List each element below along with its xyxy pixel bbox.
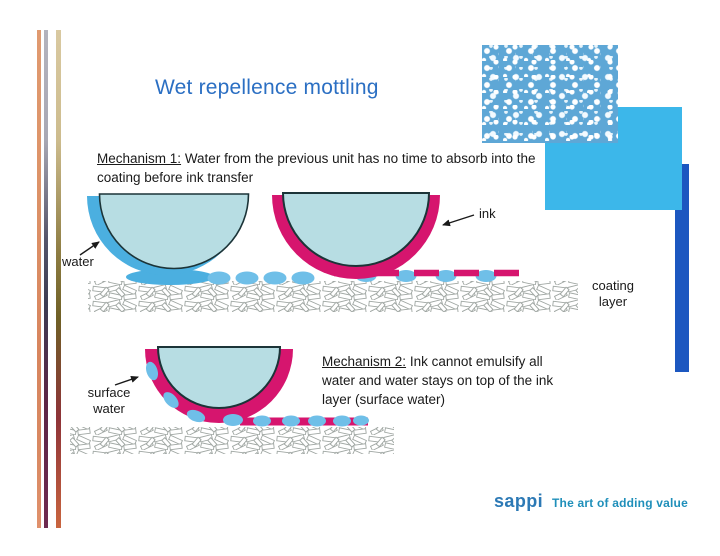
m1-surface-row	[126, 269, 527, 285]
surface-water-droplet	[353, 415, 369, 426]
water-droplet	[475, 270, 497, 282]
surface-water-droplet	[308, 415, 326, 427]
m1-water-roller	[87, 193, 250, 275]
pinstripe-decoration-right	[56, 30, 61, 528]
coating-layer-texture-2	[70, 427, 394, 454]
blue-bar-decoration	[675, 164, 689, 372]
m1-ink-roller	[272, 192, 440, 279]
roller-body	[98, 193, 250, 270]
water-droplet	[263, 271, 287, 285]
surface-water-droplet	[186, 409, 206, 423]
mechanism1-heading: Mechanism 1:	[97, 151, 182, 166]
mechanism1-text: Mechanism 1: Water from the previous uni…	[97, 149, 542, 187]
pinstripe-decoration-middle	[44, 30, 48, 528]
water-label: water	[62, 254, 94, 269]
sappi-logo: sappi	[494, 491, 544, 511]
surface-water-droplet	[146, 361, 158, 381]
roller-body	[156, 346, 282, 409]
water-arrow	[79, 241, 100, 256]
coating-layer-texture-1	[88, 281, 578, 312]
water-droplet	[235, 271, 259, 285]
m2-roller	[145, 346, 369, 427]
surface-water-label: surface water	[87, 385, 131, 416]
water-pool	[126, 269, 214, 285]
surface-water-droplet	[223, 414, 243, 426]
surface-water-droplet	[333, 415, 351, 427]
surface-water-arrow	[114, 375, 139, 386]
water-droplet	[395, 270, 417, 282]
footer-tagline: The art of adding value	[552, 496, 688, 510]
ink-label: ink	[479, 206, 496, 221]
surface-water-droplet	[253, 415, 271, 427]
footer: sappi The art of adding value	[494, 491, 688, 512]
slide-title: Wet repellence mottling	[155, 76, 379, 99]
water-droplet	[291, 271, 315, 285]
water-droplet	[435, 270, 457, 282]
surface-water-droplet	[163, 392, 179, 408]
mechanism2-body: Ink cannot emulsify all water and water …	[322, 354, 554, 407]
mottled-print-sample	[482, 45, 618, 143]
ink-arrow	[442, 214, 475, 227]
pinstripe-decoration-left	[37, 30, 41, 528]
roller-body	[281, 192, 431, 267]
mechanism1-body: Water from the previous unit has no time…	[97, 151, 536, 185]
water-droplet	[207, 271, 231, 285]
mechanism2-heading: Mechanism 2:	[322, 354, 407, 369]
mechanism2-text: Mechanism 2: Ink cannot emulsify all wat…	[322, 352, 574, 409]
surface-water-droplet	[282, 415, 300, 427]
coating-layer-label: coating layer	[592, 278, 634, 309]
